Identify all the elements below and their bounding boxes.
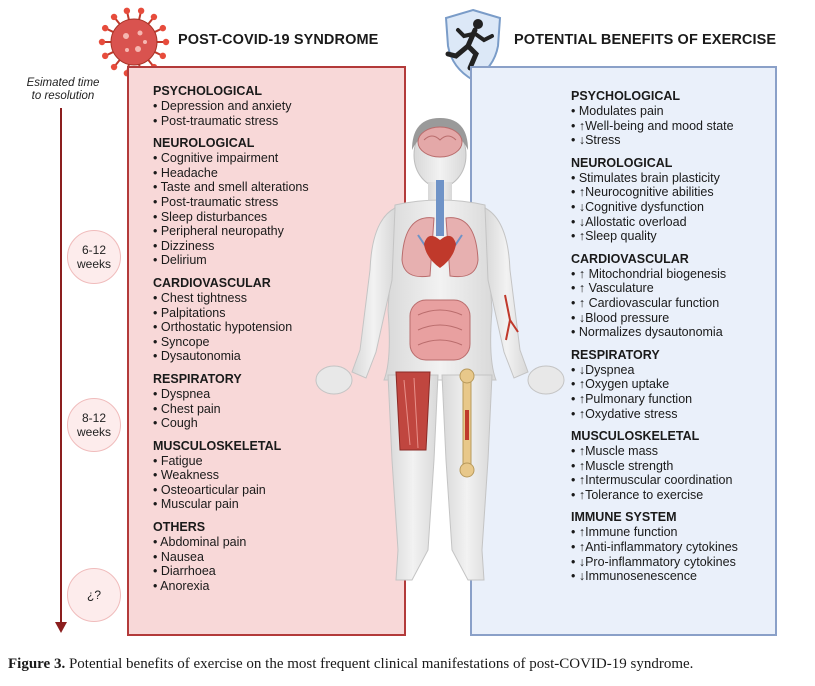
right-section: NEUROLOGICAL • Stimulates brain plastici… bbox=[571, 156, 775, 244]
section-title: CARDIOVASCULAR bbox=[153, 275, 271, 290]
list-item: • Stimulates brain plasticity bbox=[571, 170, 720, 185]
timeline-bubble-2: 8-12 weeks bbox=[67, 398, 121, 452]
right-section: RESPIRATORY • ↓Dyspnea • ↑Oxygen uptake … bbox=[571, 348, 775, 421]
timeline-line bbox=[60, 108, 62, 626]
list-item: • Modulates pain bbox=[571, 104, 664, 118]
list-item: • Syncope bbox=[153, 334, 210, 349]
left-section: OTHERS • Abdominal pain • Nausea • Diarr… bbox=[153, 520, 403, 593]
list-item: • Dizziness bbox=[153, 238, 215, 253]
list-item: • Osteoarticular pain bbox=[153, 482, 266, 497]
left-section: NEUROLOGICAL • Cognitive impairment • He… bbox=[153, 136, 403, 268]
list-item: • ↑Tolerance to exercise bbox=[571, 487, 704, 502]
left-section: CARDIOVASCULAR • Chest tightness • Palpi… bbox=[153, 276, 403, 364]
list-item: • Anorexia bbox=[153, 578, 210, 593]
section-title: RESPIRATORY bbox=[153, 371, 242, 386]
list-item: • ↑ Cardiovascular function bbox=[571, 295, 720, 310]
right-header: POTENTIAL BENEFITS OF EXERCISE bbox=[514, 32, 777, 48]
list-item: • Cough bbox=[153, 416, 198, 431]
timeline-bubble-3: ¿? bbox=[67, 568, 121, 622]
right-section: IMMUNE SYSTEM • ↑Immune function • ↑Anti… bbox=[571, 510, 775, 583]
section-title: OTHERS bbox=[153, 520, 206, 535]
section-title: MUSCULOSKELETAL bbox=[571, 429, 700, 444]
left-section: MUSCULOSKELETAL • Fatigue • Weakness • O… bbox=[153, 439, 403, 512]
list-item: • Diarrhoea bbox=[153, 564, 216, 579]
list-item: • Weakness bbox=[153, 468, 219, 483]
list-item: • ↑Immune function bbox=[571, 525, 678, 540]
list-item: • Chest tightness bbox=[153, 290, 248, 305]
list-item: • ↓Dyspnea bbox=[571, 362, 635, 377]
list-item: • ↑Muscle strength bbox=[571, 458, 674, 473]
section-title: CARDIOVASCULAR bbox=[571, 251, 689, 266]
list-item: • ↑Neurocognitive abilities bbox=[571, 185, 714, 200]
caption-text: Potential benefits of exercise on the mo… bbox=[68, 656, 694, 672]
list-item: • ↑Sleep quality bbox=[571, 229, 657, 244]
post-covid-list: PSYCHOLOGICAL • Depression and anxiety •… bbox=[153, 84, 403, 593]
list-item: • ↑Anti-inflammatory cytokines bbox=[571, 540, 738, 555]
list-item: • ↓Pro-inflammatory cytokines bbox=[571, 554, 736, 569]
list-item: • ↑ Vasculature bbox=[571, 281, 654, 296]
right-section: PSYCHOLOGICAL • Modulates pain • ↑Well-b… bbox=[571, 89, 775, 148]
left-section: PSYCHOLOGICAL • Depression and anxiety •… bbox=[153, 84, 403, 128]
list-item: • Nausea bbox=[153, 549, 204, 564]
section-title: MUSCULOSKELETAL bbox=[153, 438, 282, 453]
list-item: • Chest pain bbox=[153, 401, 221, 416]
list-item: • Dyspnea bbox=[153, 386, 211, 401]
list-item: • ↓Blood pressure bbox=[571, 310, 670, 325]
list-item: • Post-traumatic stress bbox=[153, 194, 279, 209]
list-item: • Dysautonomia bbox=[153, 349, 241, 364]
section-title: PSYCHOLOGICAL bbox=[153, 84, 263, 98]
timeline-bubble-1: 6-12 weeks bbox=[67, 230, 121, 284]
list-item: • Normalizes dysautonomia bbox=[571, 325, 723, 340]
left-header: POST-COVID-19 SYNDROME bbox=[178, 32, 379, 48]
timeline-arrow-icon bbox=[55, 622, 67, 633]
list-item: • Cognitive impairment bbox=[153, 151, 279, 166]
right-section: CARDIOVASCULAR • ↑ Mitochondrial biogene… bbox=[571, 252, 775, 340]
list-item: • ↑Pulmonary function bbox=[571, 391, 693, 406]
list-item: • Taste and smell alterations bbox=[153, 180, 309, 195]
list-item: • ↑Intermuscular coordination bbox=[571, 473, 733, 488]
list-item: • ↑ Mitochondrial biogenesis bbox=[571, 266, 727, 281]
list-item: • ↓Cognitive dysfunction bbox=[571, 199, 704, 214]
exercise-benefits-panel bbox=[470, 66, 777, 636]
exercise-benefits-list: PSYCHOLOGICAL • Modulates pain • ↑Well-b… bbox=[571, 89, 775, 584]
section-title: IMMUNE SYSTEM bbox=[571, 510, 677, 525]
list-item: • Fatigue bbox=[153, 453, 203, 468]
list-item: • ↑Oxydative stress bbox=[571, 406, 678, 421]
runner-shield-icon bbox=[444, 8, 502, 82]
caption-label: Figure 3. bbox=[8, 656, 66, 672]
section-title: NEUROLOGICAL bbox=[571, 155, 673, 170]
right-section: MUSCULOSKELETAL • ↑Muscle mass • ↑Muscle… bbox=[571, 429, 775, 502]
figure-caption: Figure 3. Potential benefits of exercise… bbox=[8, 656, 813, 673]
list-item: • ↑Well-being and mood state bbox=[571, 118, 734, 133]
section-title: NEUROLOGICAL bbox=[153, 136, 255, 151]
list-item: • ↓Allostatic overload bbox=[571, 214, 687, 229]
list-item: • Delirium bbox=[153, 253, 207, 268]
list-item: • Palpitations bbox=[153, 305, 226, 320]
list-item: • Abdominal pain bbox=[153, 535, 247, 550]
list-item: • ↓Stress bbox=[571, 133, 621, 148]
list-item: • ↑Oxygen uptake bbox=[571, 377, 670, 392]
timeline-label: Esimated time to resolution bbox=[26, 77, 100, 102]
list-item: • Peripheral neuropathy bbox=[153, 224, 284, 239]
left-section: RESPIRATORY • Dyspnea • Chest pain • Cou… bbox=[153, 372, 403, 431]
section-title: PSYCHOLOGICAL bbox=[571, 89, 681, 103]
list-item: • Sleep disturbances bbox=[153, 209, 268, 224]
human-body-illustration bbox=[315, 118, 565, 581]
list-item: • Headache bbox=[153, 165, 218, 180]
list-item: • Muscular pain bbox=[153, 497, 239, 512]
list-item: • Post-traumatic stress bbox=[153, 113, 279, 128]
list-item: • Orthostatic hypotension bbox=[153, 320, 293, 335]
list-item: • ↑Muscle mass bbox=[571, 444, 659, 459]
section-title: RESPIRATORY bbox=[571, 347, 660, 362]
list-item: • Depression and anxiety bbox=[153, 99, 292, 113]
list-item: • ↓Immunosenescence bbox=[571, 569, 697, 584]
